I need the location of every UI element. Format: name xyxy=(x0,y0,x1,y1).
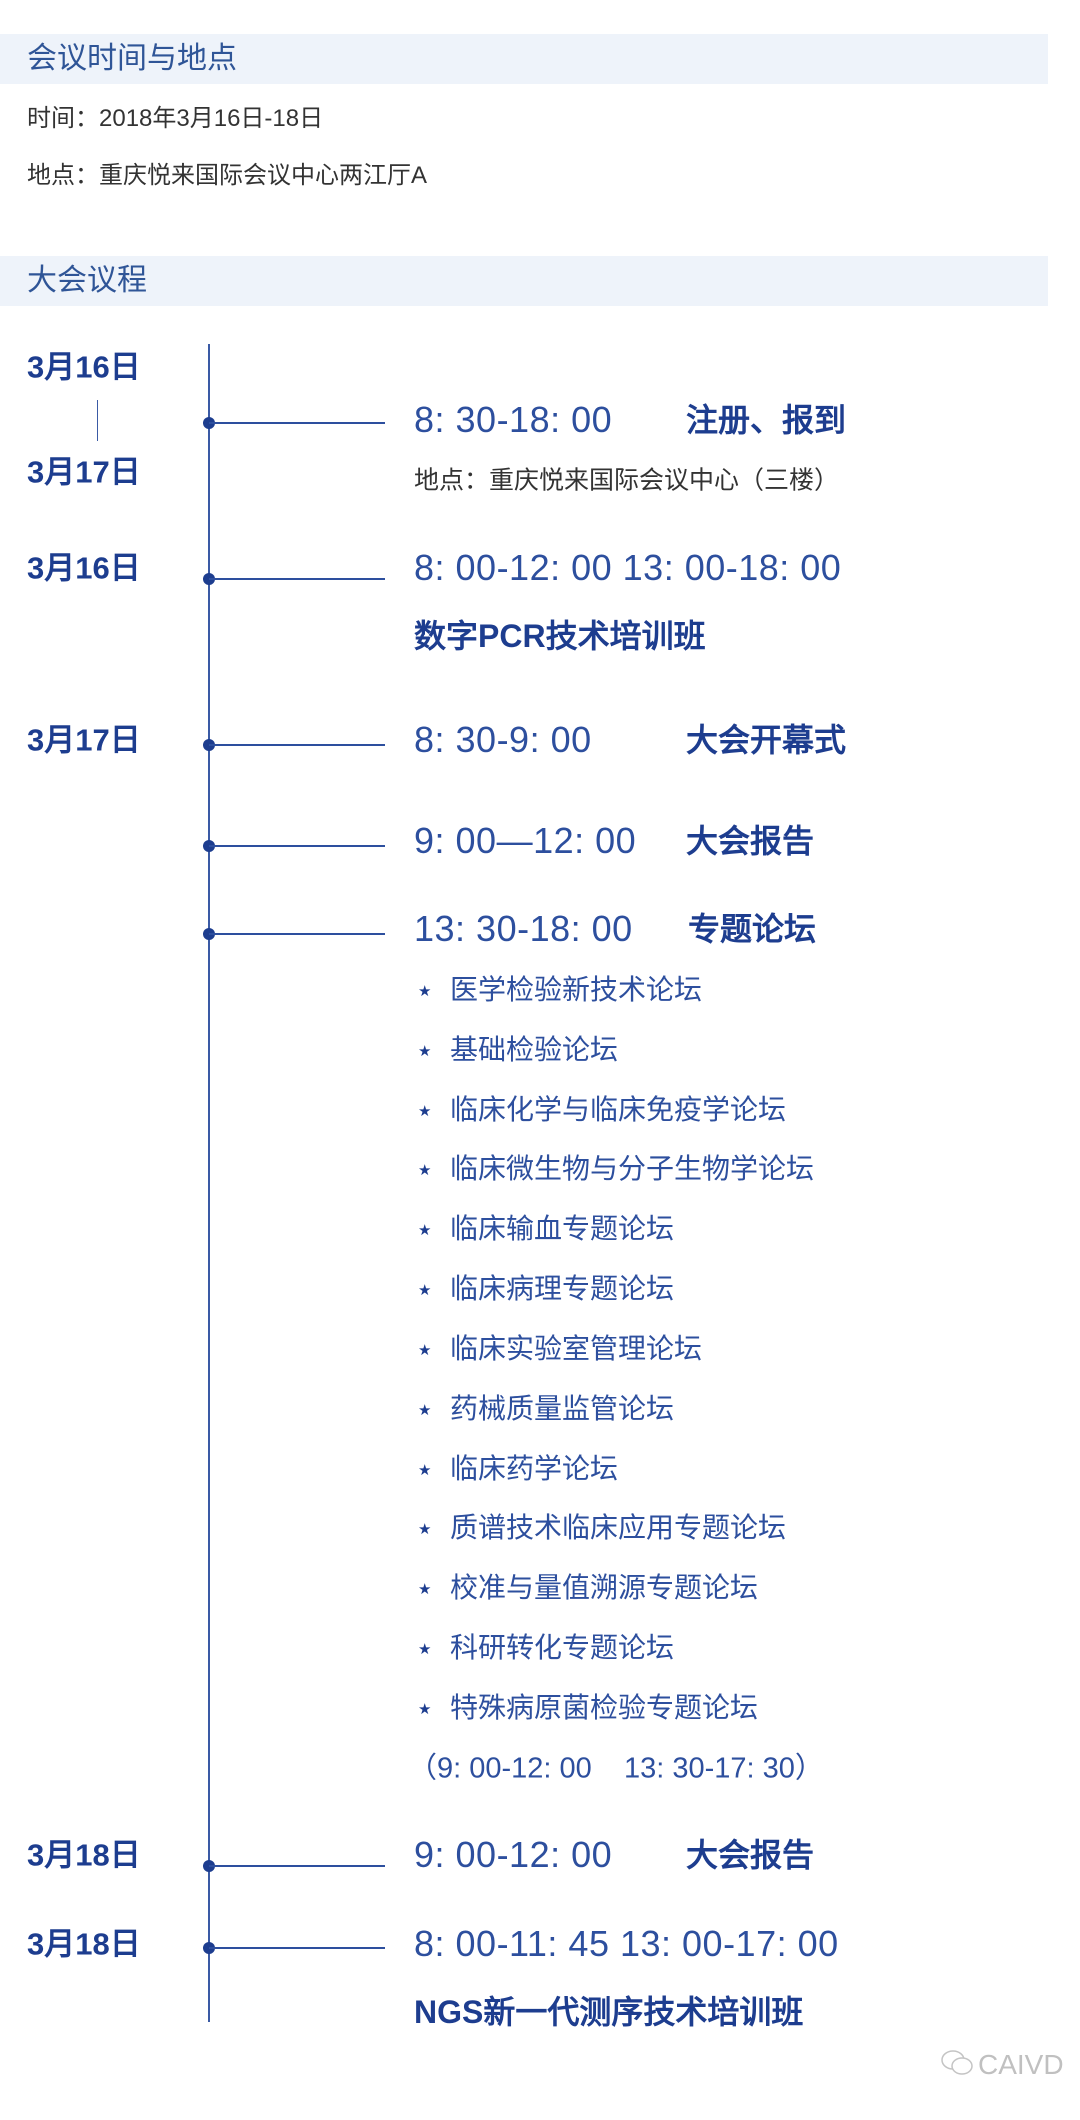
star-icon: ★ xyxy=(418,1641,432,1659)
star-icon: ★ xyxy=(418,1282,432,1300)
event-title: 大会报告 xyxy=(686,1837,815,1873)
date-label: 3月16日 xyxy=(27,550,141,586)
timeline-axis xyxy=(208,344,210,2022)
forum-item: ★临床实验室管理论坛 xyxy=(418,1333,703,1364)
forum-item: ★医学检验新技术论坛 xyxy=(418,974,703,1005)
star-icon: ★ xyxy=(418,1402,432,1420)
event-title: 大会开幕式 xyxy=(686,722,847,758)
event-title: NGS新一代测序技术培训班 xyxy=(414,1994,804,2030)
timeline-connector xyxy=(209,845,385,847)
forum-item: ★临床病理专题论坛 xyxy=(418,1273,675,1304)
star-icon: ★ xyxy=(418,1462,432,1480)
star-icon: ★ xyxy=(418,1043,432,1061)
date-label: 3月17日 xyxy=(27,454,141,490)
timeline-connector xyxy=(209,578,385,580)
star-icon: ★ xyxy=(418,983,432,1001)
forum-item: ★临床微生物与分子生物学论坛 xyxy=(418,1153,815,1184)
timeline-connector xyxy=(209,1865,385,1867)
forum-item: ★临床输血专题论坛 xyxy=(418,1213,675,1244)
star-icon: ★ xyxy=(418,1521,432,1539)
event-title: 大会报告 xyxy=(686,823,815,859)
forum-item: ★质谱技术临床应用专题论坛 xyxy=(418,1512,787,1543)
forum-item: ★基础检验论坛 xyxy=(418,1034,619,1065)
timeline-connector xyxy=(209,422,385,424)
forum-item: ★药械质量监管论坛 xyxy=(418,1393,675,1424)
event-title: 数字PCR技术培训班 xyxy=(414,618,706,654)
watermark-text: CAIVD xyxy=(978,2049,1064,2080)
date-label: 3月18日 xyxy=(27,1837,141,1873)
star-icon: ★ xyxy=(418,1162,432,1180)
event-note: 地点：重庆悦来国际会议中心（三楼） xyxy=(414,466,840,495)
conference-place: 地点：重庆悦来国际会议中心两江厅A xyxy=(27,162,428,189)
event-title: 专题论坛 xyxy=(688,911,817,947)
event-time: 8: 30-18: 00 xyxy=(414,399,613,440)
timeline-connector xyxy=(209,744,385,746)
forum-item: ★校准与量值溯源专题论坛 xyxy=(418,1572,759,1603)
wechat-icon xyxy=(940,2048,974,2082)
section-header-time-place: 会议时间与地点 xyxy=(0,34,1048,84)
star-icon: ★ xyxy=(418,1222,432,1240)
star-icon: ★ xyxy=(418,1701,432,1719)
forum-hours: （9: 00-12: 00 13: 30-17: 30） xyxy=(408,1752,824,1785)
forum-item: ★临床化学与临床免疫学论坛 xyxy=(418,1094,787,1125)
forum-item: ★科研转化专题论坛 xyxy=(418,1632,675,1663)
forum-item: ★特殊病原菌检验专题论坛 xyxy=(418,1692,759,1723)
event-time: 8: 00-11: 45 13: 00-17: 00 xyxy=(414,1923,839,1964)
section-title: 会议时间与地点 xyxy=(27,42,237,75)
section-header-agenda: 大会议程 xyxy=(0,256,1048,306)
date-range-connector xyxy=(97,400,98,441)
date-label: 3月18日 xyxy=(27,1926,141,1962)
section-title: 大会议程 xyxy=(27,264,147,297)
timeline-connector xyxy=(209,933,385,935)
star-icon: ★ xyxy=(418,1342,432,1360)
event-time: 8: 00-12: 00 13: 00-18: 00 xyxy=(414,547,842,588)
event-time: 9: 00-12: 00 xyxy=(414,1834,613,1875)
star-icon: ★ xyxy=(418,1581,432,1599)
event-time: 9: 00—12: 00 xyxy=(414,820,637,861)
star-icon: ★ xyxy=(418,1103,432,1121)
timeline-connector xyxy=(209,1947,385,1949)
date-label: 3月16日 xyxy=(27,349,141,385)
event-time: 8: 30-9: 00 xyxy=(414,719,592,760)
event-title: 注册、报到 xyxy=(686,402,847,438)
forum-item: ★临床药学论坛 xyxy=(418,1453,619,1484)
event-time: 13: 30-18: 00 xyxy=(414,908,633,949)
date-label: 3月17日 xyxy=(27,722,141,758)
conference-time: 时间：2018年3月16日-18日 xyxy=(27,105,324,132)
